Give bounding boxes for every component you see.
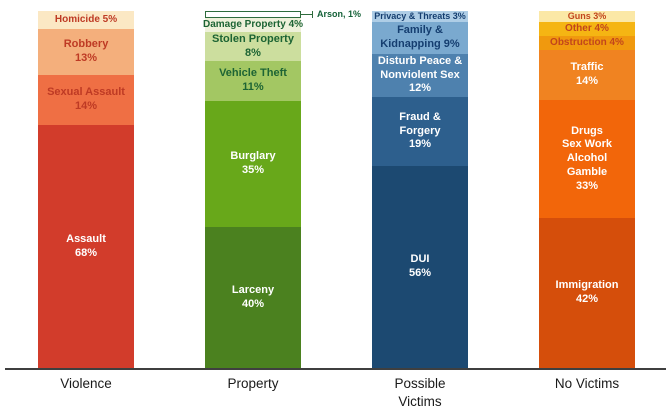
arson-callout-line [301,14,313,15]
segment-homicide: Homicide 5% [38,11,134,29]
segment-label-guns: Guns 3% [567,10,607,21]
segment-label-damage-property: Damage Property 4% [202,18,304,30]
segment-arson [205,11,301,18]
segment-label-homicide: Homicide 5% [54,13,118,25]
segment-label-other: Other 4% [565,22,609,34]
segment-privacy-threats: Privacy & Threats 3% [372,11,468,22]
arson-callout-tick [312,11,313,18]
x-axis-line [5,368,666,370]
segment-damage-property: Damage Property 4% [202,18,304,32]
arson-callout-label: Arson, 1% [317,9,362,19]
segment-label-family-kidnapping: Family &Kidnapping 9% [380,24,460,50]
segment-label-privacy-threats: Privacy & Threats 3% [374,10,466,21]
segment-obstruction: Obstruction 4% [539,36,635,50]
segment-family-kidnapping: Family &Kidnapping 9% [372,22,468,54]
axis-label-property: Property [227,376,279,391]
segment-label-obstruction: Obstruction 4% [550,36,624,48]
segment-guns: Guns 3% [539,11,635,22]
bar-possible-victims: Privacy & Threats 3% Family &Kidnapping 9… [372,11,468,368]
segment-other: Other 4% [539,22,635,36]
axis-label-no-victims: No Victims [554,376,620,391]
axis-label-violence: Violence [60,376,112,391]
